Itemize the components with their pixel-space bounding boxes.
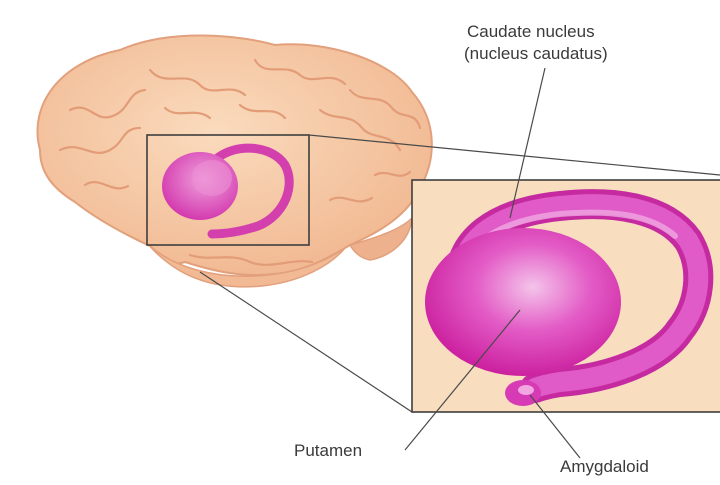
putamen-shape <box>425 228 621 376</box>
amygdaloid-label: Amygdaloid <box>560 456 649 477</box>
brain-illustration <box>38 35 432 286</box>
caudate-nucleus-latin-label: (nucleus caudatus) <box>464 43 608 64</box>
caudate-nucleus-label: Caudate nucleus <box>467 21 595 42</box>
inset-panel <box>412 180 720 412</box>
putamen-label: Putamen <box>294 440 362 461</box>
